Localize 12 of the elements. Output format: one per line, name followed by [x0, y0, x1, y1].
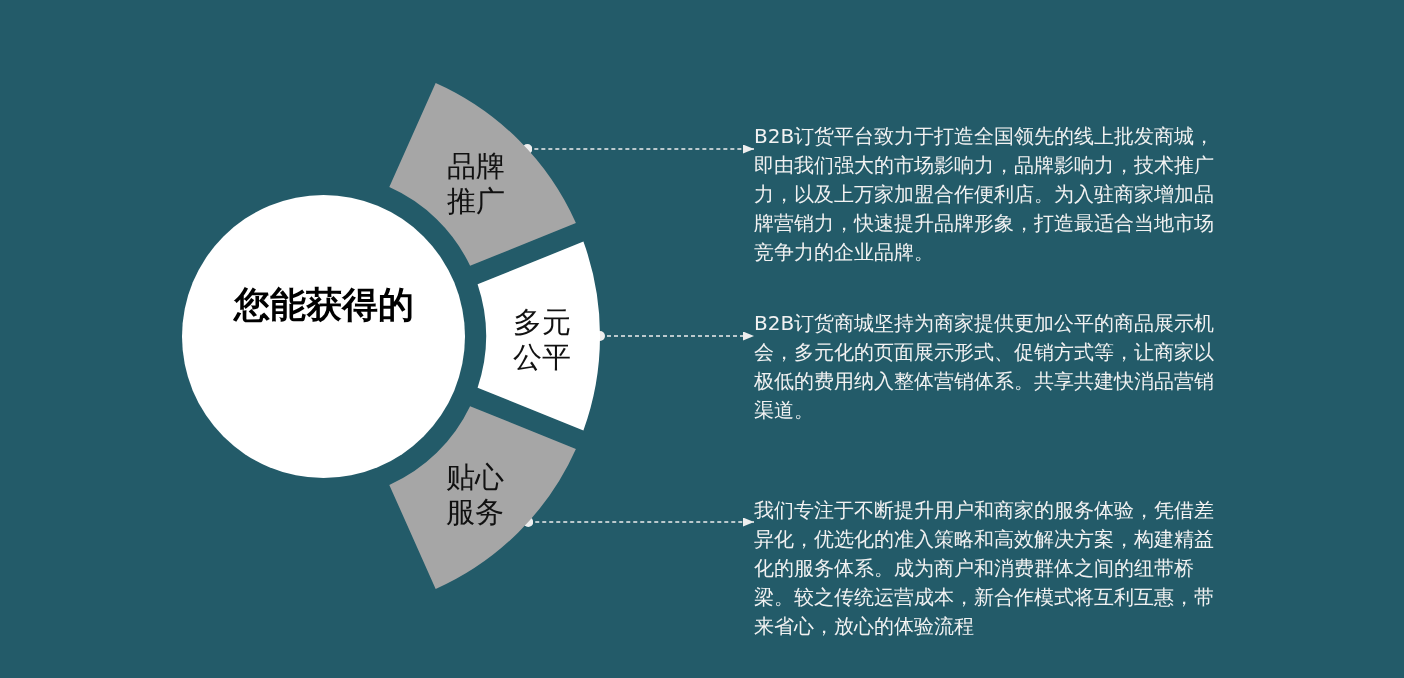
segment-label: 贴心服务: [445, 460, 505, 530]
description-text: 我们专注于不断提升用户和商家的服务体验，凭借差异化，优选化的准入策略和高效解决方案，构建精益化的服务体系。成为商户和消费群体之间的纽带桥梁。较之传统运营成本，新合作模式将互利互惠，带来省心，放心的体验流程: [754, 496, 1224, 641]
description-text: B2B订货平台致力于打造全国领先的线上批发商城，即由我们强大的市场影响力，品牌影响力，技术推广力，以及上万家加盟合作便利店。为入驻商家增加品牌营销力，快速提升品牌形象，打造最适合当地市场竞争力的企业品牌。: [754, 122, 1224, 267]
segment-label: 品牌推广: [446, 149, 506, 219]
arc-segment: [389, 406, 576, 590]
circle-title: 您能获得的: [233, 283, 414, 327]
leader-arrow: [522, 144, 755, 154]
arc-segment: [389, 82, 576, 266]
leader-arrow: [523, 517, 755, 527]
arc-segment: [477, 241, 600, 431]
segment-label: 多元公平: [512, 305, 572, 375]
description-text: B2B订货商城坚持为商家提供更加公平的商品展示机会，多元化的页面展示形式、促销方式等，让商家以极低的费用纳入整体营销体系。共享共建快消品营销渠道。: [754, 309, 1224, 425]
